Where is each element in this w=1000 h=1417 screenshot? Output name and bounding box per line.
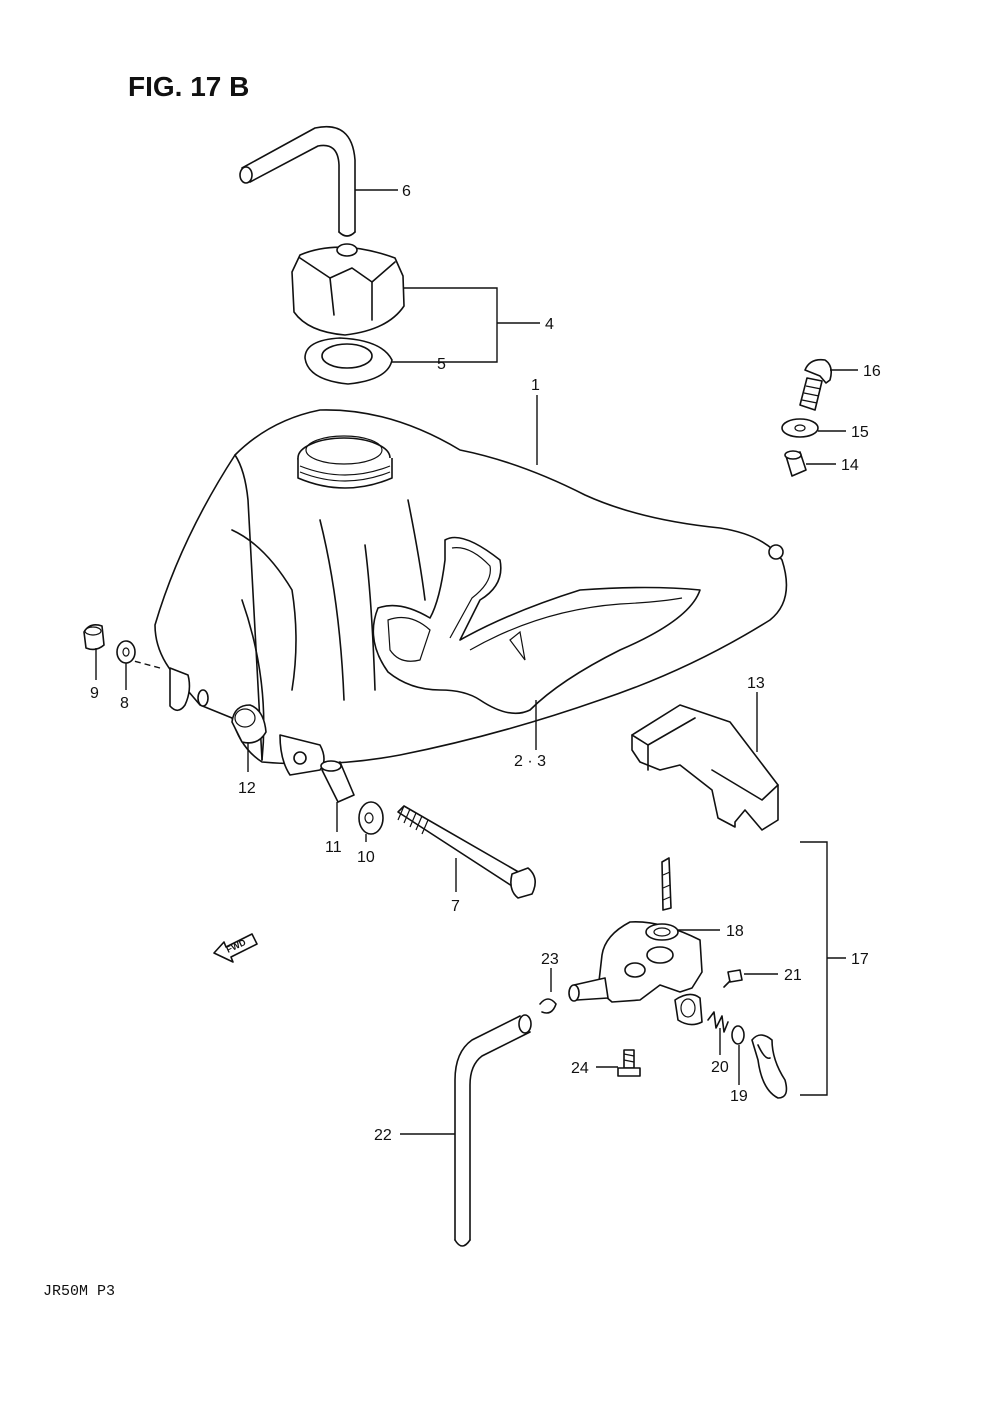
callout-22: 22 <box>374 1127 392 1144</box>
callout-21: 21 <box>784 967 802 984</box>
part-fuel-cock-17[interactable] <box>568 857 703 1026</box>
callout-12: 12 <box>238 780 256 797</box>
callout-7: 7 <box>451 898 460 915</box>
leader-lines <box>95 189 858 1135</box>
part-washer-15[interactable] <box>781 418 819 438</box>
part-oring-18[interactable] <box>645 923 679 941</box>
part-cap-gasket[interactable] <box>304 337 393 385</box>
part-fuel-cap[interactable] <box>291 243 405 336</box>
callout-10: 10 <box>357 849 375 866</box>
callout-15: 15 <box>851 424 869 441</box>
callout-1: 1 <box>531 377 540 394</box>
callout-9: 9 <box>90 685 99 702</box>
figure-title: FIG. 17 B <box>128 71 249 102</box>
callout-20: 20 <box>711 1059 729 1076</box>
callout-14: 14 <box>841 457 859 474</box>
part-fuel-tank[interactable] <box>129 409 788 776</box>
model-code: JR50M P3 <box>43 1283 115 1300</box>
callout-8: 8 <box>120 695 129 712</box>
callout-18: 18 <box>726 923 744 940</box>
part-collar-14[interactable] <box>784 450 807 477</box>
part-washer-10[interactable] <box>358 801 384 835</box>
part-clip-23[interactable] <box>539 998 557 1014</box>
part-spring-20[interactable] <box>707 1011 729 1033</box>
part-screw-24[interactable] <box>617 1049 641 1077</box>
callout-16: 16 <box>863 363 881 380</box>
part-breather-hose[interactable] <box>239 126 356 237</box>
part-fuel-hose-22[interactable] <box>454 1014 532 1247</box>
callout-5: 5 <box>437 356 446 373</box>
callout-17: 17 <box>851 951 869 968</box>
callout-numbers: 6 4 5 1 2 · 3 9 8 12 11 10 7 13 16 15 14… <box>90 183 881 1144</box>
part-cushion-13[interactable] <box>631 704 779 831</box>
part-bolt-16[interactable] <box>799 358 832 411</box>
callout-2-3: 2 · 3 <box>514 753 546 770</box>
callout-23: 23 <box>541 951 559 968</box>
callout-4: 4 <box>545 316 554 333</box>
callout-24: 24 <box>571 1060 589 1077</box>
callout-6: 6 <box>402 183 411 200</box>
part-washer-8[interactable] <box>116 640 136 664</box>
callout-11: 11 <box>325 839 342 856</box>
part-lever-19[interactable] <box>731 1025 788 1099</box>
part-collar-11[interactable] <box>320 760 355 803</box>
part-long-bolt-7[interactable] <box>397 805 536 899</box>
fwd-arrow-icon: FWD <box>213 933 258 963</box>
part-nut-9[interactable] <box>83 624 105 651</box>
callout-19: 19 <box>730 1088 748 1105</box>
part-screw-21[interactable] <box>723 969 743 988</box>
callout-13: 13 <box>747 675 765 692</box>
part-grommet-12[interactable] <box>231 704 267 744</box>
